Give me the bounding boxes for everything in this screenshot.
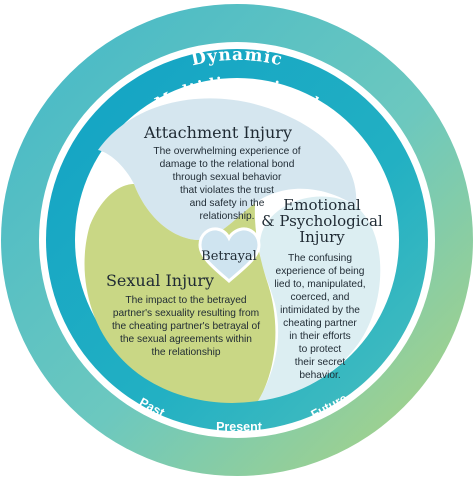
emotional-line: coerced, and [291, 292, 350, 303]
emotional-line: intimidated by the [280, 305, 360, 316]
emotional-line: cheating partner [283, 318, 357, 329]
emotional-line: The confusing [288, 253, 352, 264]
emotional-line: lied to, manipulated, [274, 279, 365, 290]
emotional-title-line: Emotional [283, 196, 361, 214]
attachment-line: The overwhelming experience of [153, 146, 300, 157]
emotional-title-line: Injury [299, 228, 345, 246]
betrayal-heart [198, 227, 261, 283]
sexual-line: the cheating partner's betrayal of [112, 321, 260, 332]
attachment-line: that violates the trust [180, 185, 274, 196]
sexual-line: The impact to the betrayed [125, 295, 247, 306]
sexual-title: Sexual Injury [106, 271, 214, 290]
attachment-line: and safety in the [190, 198, 265, 209]
sexual-line: the sexual agreements within [120, 334, 252, 345]
emotional-line: to protect [299, 344, 342, 355]
sexual-line: partner's sexuality resulting from [113, 308, 259, 319]
betrayal-label: Betrayal [201, 249, 257, 264]
attachment-title: Attachment Injury [143, 123, 292, 142]
timeline-present: Present [216, 420, 263, 434]
emotional-line: in their efforts [289, 331, 351, 342]
emotional-section [258, 196, 381, 401]
attachment-line: through sexual behavior [173, 172, 282, 183]
emotional-line: behavior. [299, 370, 340, 381]
emotional-line: experience of being [276, 266, 365, 277]
sexual-line: the relationship [151, 347, 220, 358]
attachment-line: damage to the relational bond [160, 159, 295, 170]
attachment-section [98, 98, 357, 241]
emotional-line: their secret [295, 357, 346, 368]
emotional-title-line: & Psychological [261, 212, 383, 230]
attachment-line: relationship. [200, 211, 255, 222]
